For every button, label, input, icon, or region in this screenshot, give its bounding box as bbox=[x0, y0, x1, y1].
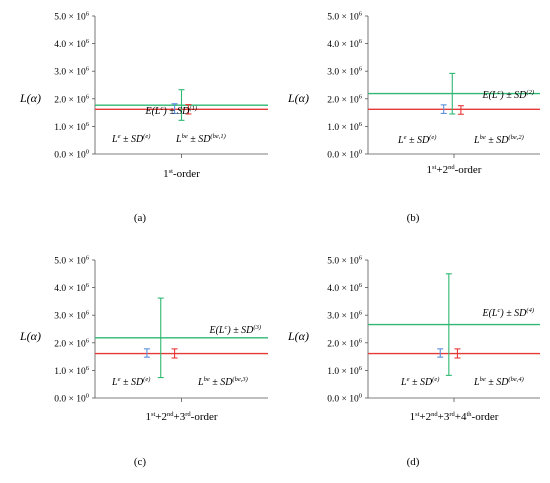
annotation-lbe: Lbe ± SD(be,2) bbox=[473, 134, 524, 146]
annotation-e: E(Lc) ± SD(4) bbox=[481, 307, 534, 319]
panel-label: (c) bbox=[134, 456, 147, 468]
annotation-e: E(Lc) ± SD(2) bbox=[481, 89, 534, 101]
error-bar-blue bbox=[437, 348, 444, 358]
y-tick-label: 0.0 × 100 bbox=[54, 393, 89, 405]
y-tick-label: 5.0 × 106 bbox=[327, 255, 362, 267]
y-tick-label: 3.0 × 106 bbox=[327, 310, 362, 322]
panel-label: (b) bbox=[407, 212, 420, 224]
error-bar-green bbox=[157, 297, 164, 379]
error-bar-blue bbox=[143, 348, 150, 358]
y-tick-label: 5.0 × 106 bbox=[54, 11, 89, 23]
y-tick-label: 0.0 × 100 bbox=[327, 149, 362, 161]
error-bar-green bbox=[449, 72, 456, 115]
y-axis-label: L(α) bbox=[19, 91, 41, 105]
y-tick-label: 0.0 × 100 bbox=[327, 393, 362, 405]
error-bar-blue bbox=[171, 103, 178, 114]
y-tick-label: 1.0 × 106 bbox=[54, 365, 89, 377]
y-tick-label: 5.0 × 106 bbox=[54, 255, 89, 267]
x-category-label: 1st+2nd+3rd+4th-order bbox=[410, 411, 499, 423]
error-bar-red bbox=[454, 348, 461, 359]
y-tick-label: 3.0 × 106 bbox=[327, 66, 362, 78]
error-bar-red bbox=[457, 105, 464, 115]
y-tick-label: 2.0 × 106 bbox=[327, 337, 362, 349]
annotation-lbe: Lbe ± SD(be,4) bbox=[473, 376, 524, 388]
y-tick-label: 2.0 × 106 bbox=[327, 93, 362, 105]
annotation-lbe: Lbe ± SD(be,3) bbox=[197, 376, 248, 388]
error-bar-green bbox=[445, 273, 452, 376]
annotation-le: Le ± SD(e) bbox=[111, 133, 150, 145]
error-bar-red bbox=[185, 104, 192, 115]
y-tick-label: 4.0 × 106 bbox=[54, 38, 89, 50]
panel-1: 0.0 × 100 1.0 × 106 2.0 × 106 3.0 × 106 4.0 … bbox=[19, 11, 268, 224]
panel-label: (d) bbox=[407, 456, 420, 468]
y-tick-label: 4.0 × 106 bbox=[327, 38, 362, 50]
annotation-le: Le ± SD(e) bbox=[111, 376, 150, 388]
y-tick-label: 3.0 × 106 bbox=[54, 310, 89, 322]
y-tick-label: 1.0 × 106 bbox=[327, 365, 362, 377]
y-tick-label: 2.0 × 106 bbox=[54, 93, 89, 105]
y-tick-label: 0.0 × 100 bbox=[54, 149, 89, 161]
y-tick-label: 4.0 × 106 bbox=[54, 282, 89, 294]
y-tick-label: 2.0 × 106 bbox=[54, 337, 89, 349]
y-axis-label: L(α) bbox=[287, 329, 309, 343]
error-bar-blue bbox=[440, 104, 447, 114]
panel-4: 0.0 × 100 1.0 × 106 2.0 × 106 3.0 × 106 4.0 … bbox=[287, 255, 540, 468]
y-tick-label: 1.0 × 106 bbox=[327, 121, 362, 133]
y-tick-label: 3.0 × 106 bbox=[54, 66, 89, 78]
annotation-lbe: Lbe ± SD(be,1) bbox=[175, 133, 226, 145]
error-bar-green bbox=[178, 89, 185, 121]
y-axis-label: L(α) bbox=[19, 329, 41, 343]
error-bar-red bbox=[171, 348, 178, 359]
panel-2: 0.0 × 100 1.0 × 106 2.0 × 106 3.0 × 106 4.0 … bbox=[287, 11, 540, 224]
y-axis-label: L(α) bbox=[287, 91, 309, 105]
x-category-label: 1st+2nd-order bbox=[427, 164, 482, 176]
panel-label: (a) bbox=[134, 212, 147, 224]
annotation-e: E(Lc) ± SD(3) bbox=[208, 324, 261, 336]
y-tick-label: 4.0 × 106 bbox=[327, 282, 362, 294]
x-category-label: 1st+2nd+3rd-order bbox=[145, 411, 217, 423]
y-tick-label: 5.0 × 106 bbox=[327, 11, 362, 23]
x-category-label: 1st-order bbox=[163, 168, 200, 180]
panel-3: 0.0 × 100 1.0 × 106 2.0 × 106 3.0 × 106 4.0 … bbox=[19, 255, 268, 468]
annotation-le: Le ± SD(e) bbox=[397, 134, 436, 146]
annotation-e: E(Lc) ± SD(1) bbox=[144, 105, 197, 117]
y-tick-label: 1.0 × 106 bbox=[54, 121, 89, 133]
annotation-le: Le ± SD(e) bbox=[400, 376, 439, 388]
